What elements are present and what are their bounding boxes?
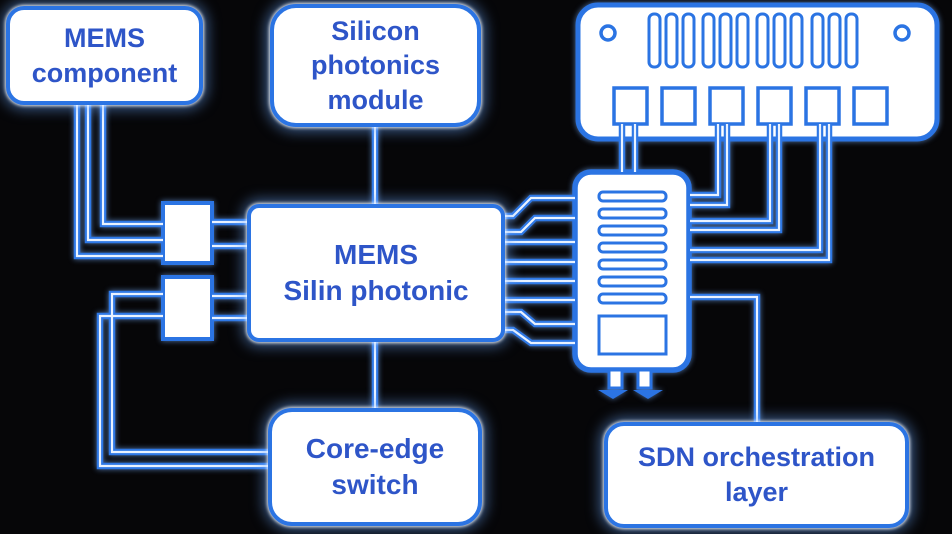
mems-silin-photonic-box: MEMS Silin photonic (247, 204, 505, 342)
box-label-line: MEMS (64, 22, 145, 53)
port-square (756, 86, 793, 126)
vent-slot (664, 12, 679, 69)
box-label-line: component (31, 57, 178, 88)
box-label-line: switch (331, 469, 419, 500)
port-square (852, 86, 889, 126)
port-square (660, 86, 697, 126)
card-slot-bar (597, 292, 668, 305)
device-leg (636, 368, 653, 390)
device-foot (598, 390, 628, 399)
port-square (612, 86, 649, 126)
box-label-line: SDN orchestration (637, 442, 876, 473)
card-slot-bars (597, 190, 668, 305)
vent-slot (718, 12, 733, 69)
card-slot-bar (597, 258, 668, 271)
box-label-line: MEMS (334, 239, 418, 271)
box-label-line: Silin photonic (283, 275, 469, 306)
connector-block-top (161, 201, 214, 265)
screw-icon (599, 24, 617, 42)
vent-slot (772, 12, 787, 69)
port-square (804, 86, 841, 126)
core-edge-switch-box: Core-edge switch (268, 408, 482, 526)
box-label-line: layer (724, 477, 789, 507)
silicon-photonics-module-box: Silicon photonics module (270, 4, 481, 127)
vent-slot (735, 12, 750, 69)
card-base-module (597, 314, 668, 356)
vent-slot (701, 12, 716, 69)
device-foot (633, 390, 663, 399)
vent-slots (647, 12, 859, 69)
box-label-line: photonics (311, 50, 440, 81)
card-slot-bar (597, 207, 668, 220)
card-slot-bar (597, 190, 668, 203)
box-label-line: module (327, 84, 424, 115)
vent-slot (755, 12, 770, 69)
card-slot-bar (597, 275, 668, 288)
card-slot-bar (597, 241, 668, 254)
vent-slot (844, 12, 859, 69)
mems-component-box: MEMS component (6, 6, 203, 105)
card-slot-bar (597, 224, 668, 237)
vent-slot (789, 12, 804, 69)
box-label-line: Core-edge (305, 433, 445, 465)
vent-slot (827, 12, 842, 69)
connector-block-bottom (161, 275, 214, 341)
vent-slot (647, 12, 662, 69)
box-label-line: Silicon (331, 15, 420, 46)
vent-slot (810, 12, 825, 69)
sdn-orchestration-layer-box: SDN orchestration layer (604, 422, 909, 528)
chassis-ports (612, 86, 889, 126)
port-square (708, 86, 745, 126)
line-card-device (572, 169, 692, 399)
switch-chassis-device (575, 2, 940, 142)
screw-icon (893, 24, 911, 42)
device-leg (607, 368, 624, 390)
vent-slot (681, 12, 696, 69)
